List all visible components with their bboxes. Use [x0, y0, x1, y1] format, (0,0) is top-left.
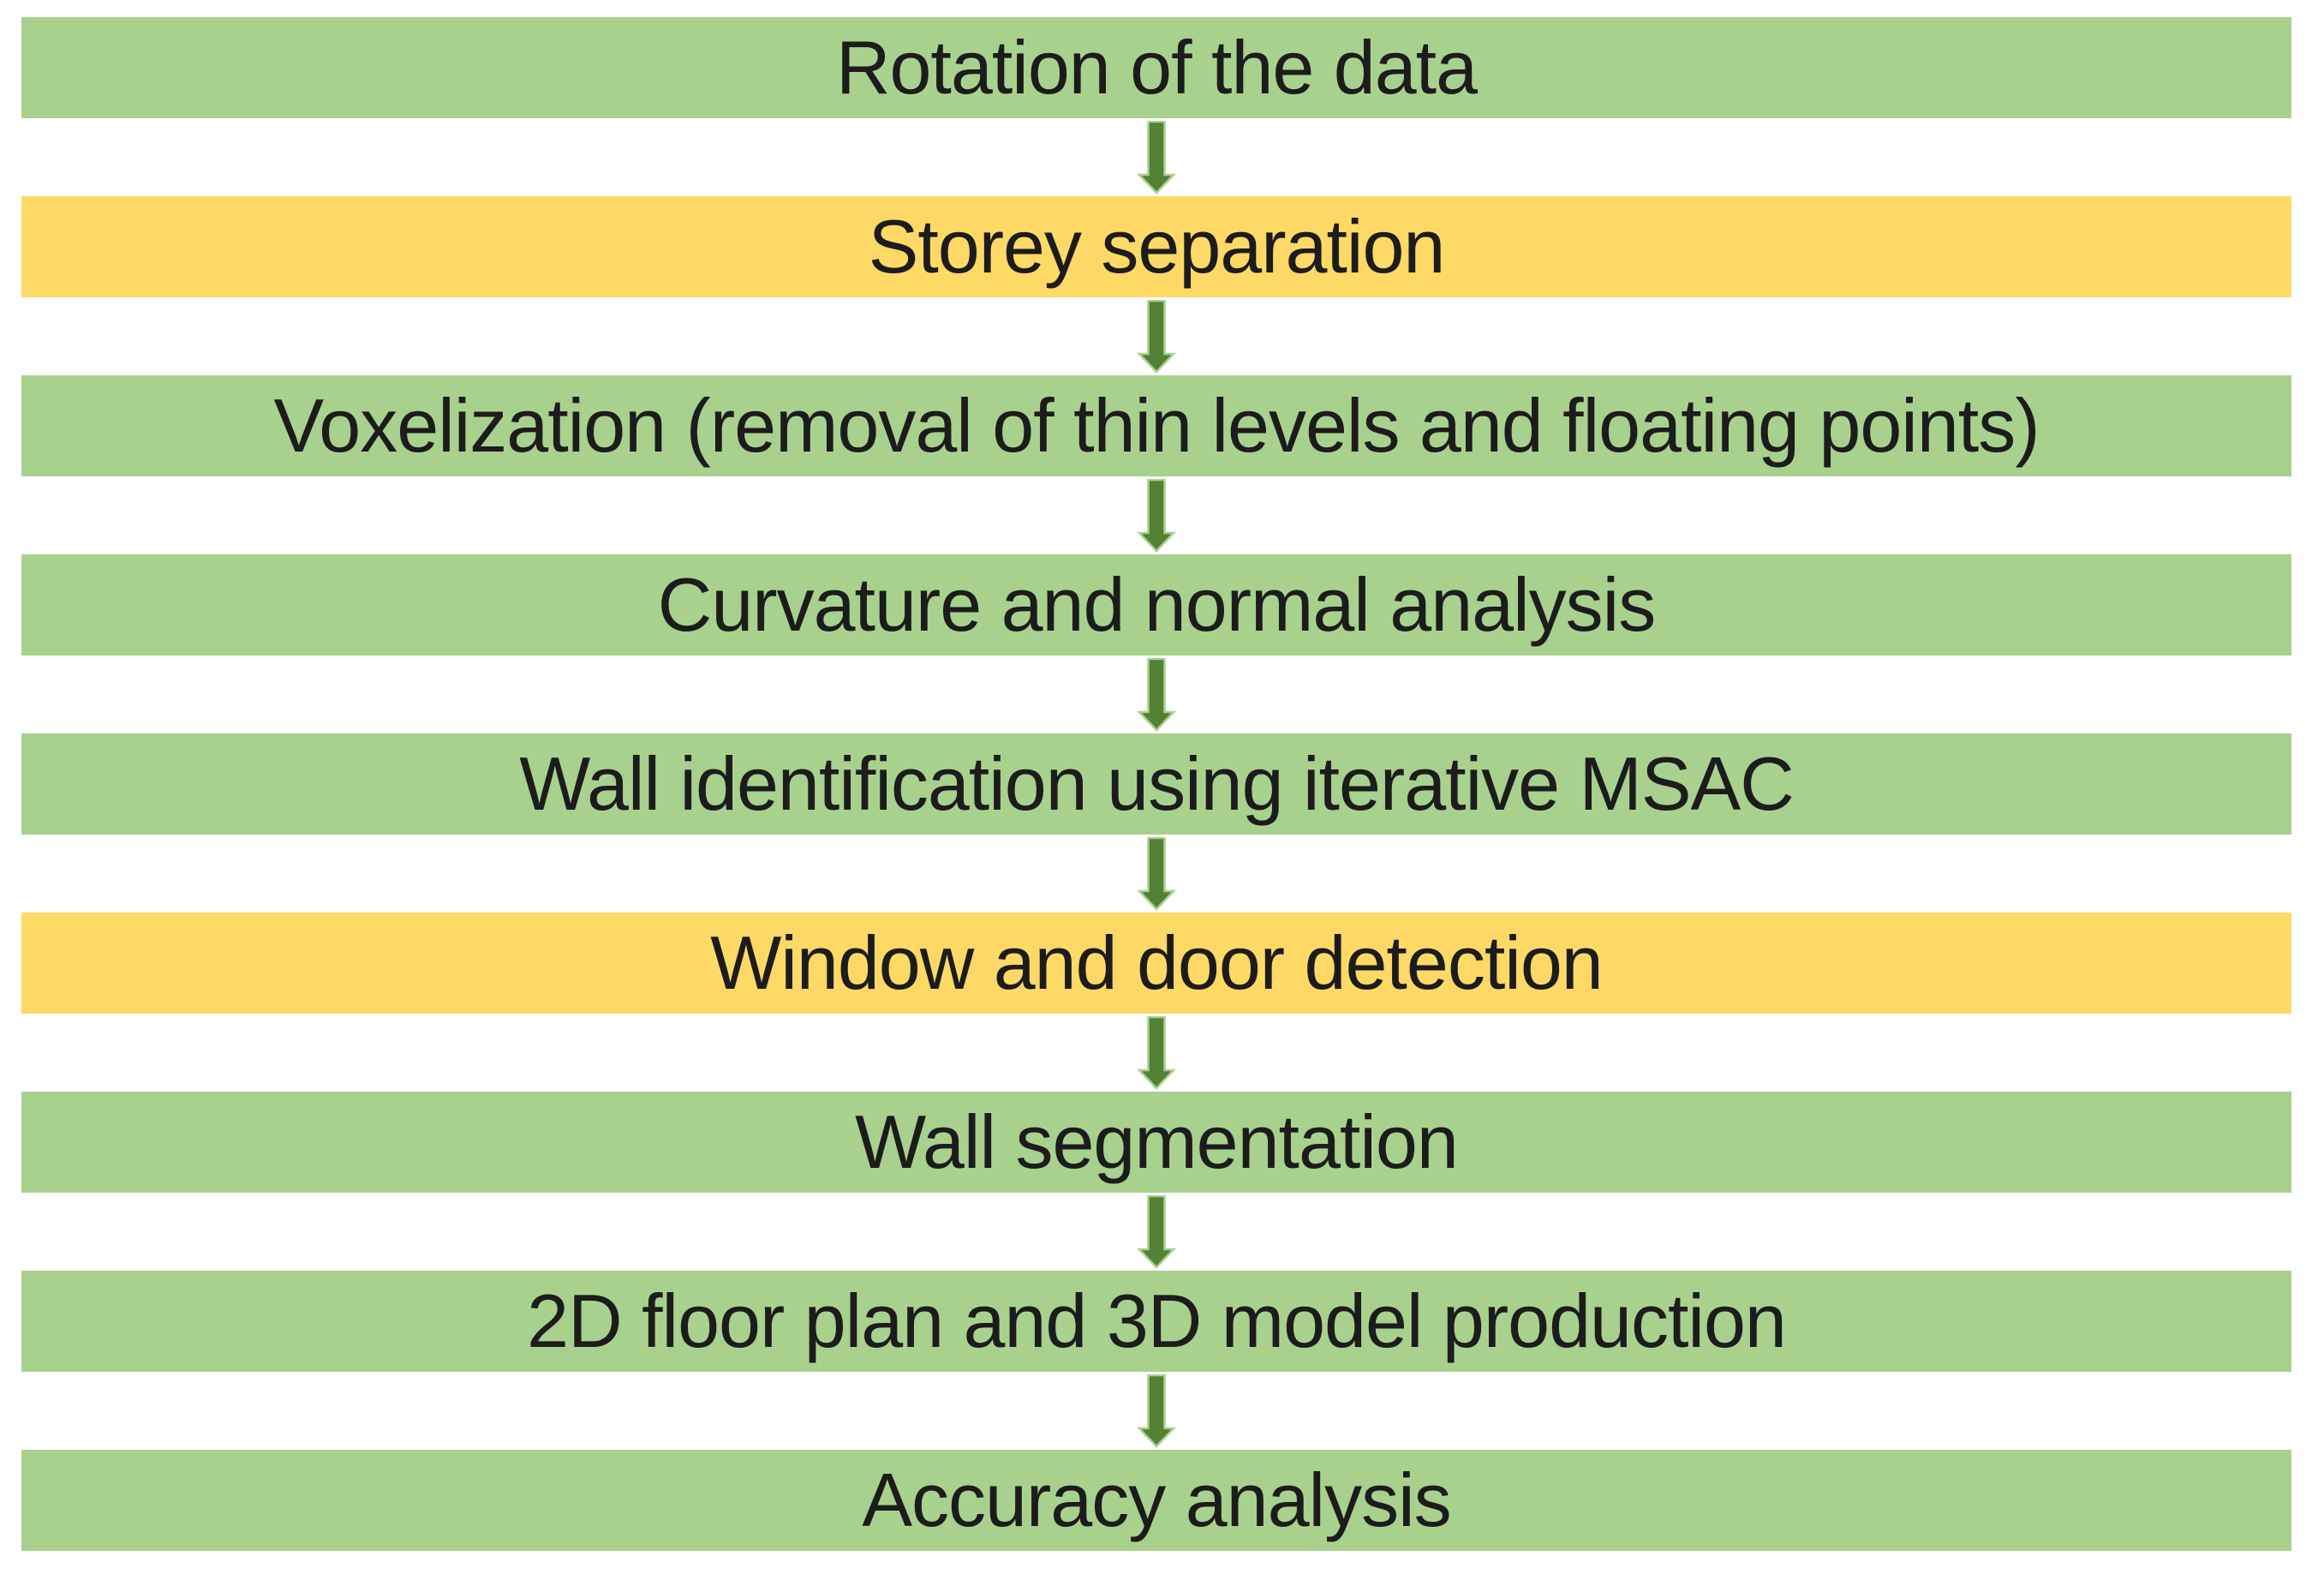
flowchart-step: Accuracy analysis [21, 1450, 2291, 1551]
flowchart-step: Window and door detection [21, 913, 2291, 1014]
flowchart-step: 2D floor plan and 3D model production [21, 1271, 2291, 1372]
step-label: Window and door detection [710, 920, 1603, 1005]
down-arrow-icon [1137, 299, 1176, 374]
arrow-row [21, 118, 2291, 196]
step-label: 2D floor plan and 3D model production [527, 1278, 1787, 1363]
arrow-row [21, 835, 2291, 913]
arrow-row [21, 297, 2291, 375]
arrow-row [21, 1014, 2291, 1092]
step-label: Voxelization (removal of thin levels and… [273, 383, 2040, 468]
down-arrow-icon [1137, 1374, 1176, 1448]
flowchart-step: Wall segmentation [21, 1092, 2291, 1193]
flowchart-step: Voxelization (removal of thin levels and… [21, 375, 2291, 476]
arrow-row [21, 1372, 2291, 1450]
down-arrow-icon [1137, 836, 1176, 911]
flowchart-step: Wall identification using iterative MSAC [21, 733, 2291, 835]
step-label: Storey separation [868, 204, 1446, 289]
step-label: Wall identification using iterative MSAC [519, 741, 1795, 826]
down-arrow-icon [1137, 657, 1176, 732]
step-label: Rotation of the data [835, 25, 1478, 110]
step-label: Wall segmentation [855, 1099, 1459, 1184]
flowchart-step: Rotation of the data [21, 17, 2291, 118]
arrow-row [21, 655, 2291, 733]
arrow-row [21, 476, 2291, 554]
step-label: Curvature and normal analysis [657, 562, 1656, 647]
down-arrow-icon [1137, 1015, 1176, 1090]
down-arrow-icon [1137, 1194, 1176, 1269]
down-arrow-icon [1137, 120, 1176, 195]
down-arrow-icon [1137, 478, 1176, 553]
step-label: Accuracy analysis [862, 1457, 1451, 1542]
flowchart-step: Curvature and normal analysis [21, 554, 2291, 655]
arrow-row [21, 1193, 2291, 1271]
flowchart-step: Storey separation [21, 196, 2291, 297]
